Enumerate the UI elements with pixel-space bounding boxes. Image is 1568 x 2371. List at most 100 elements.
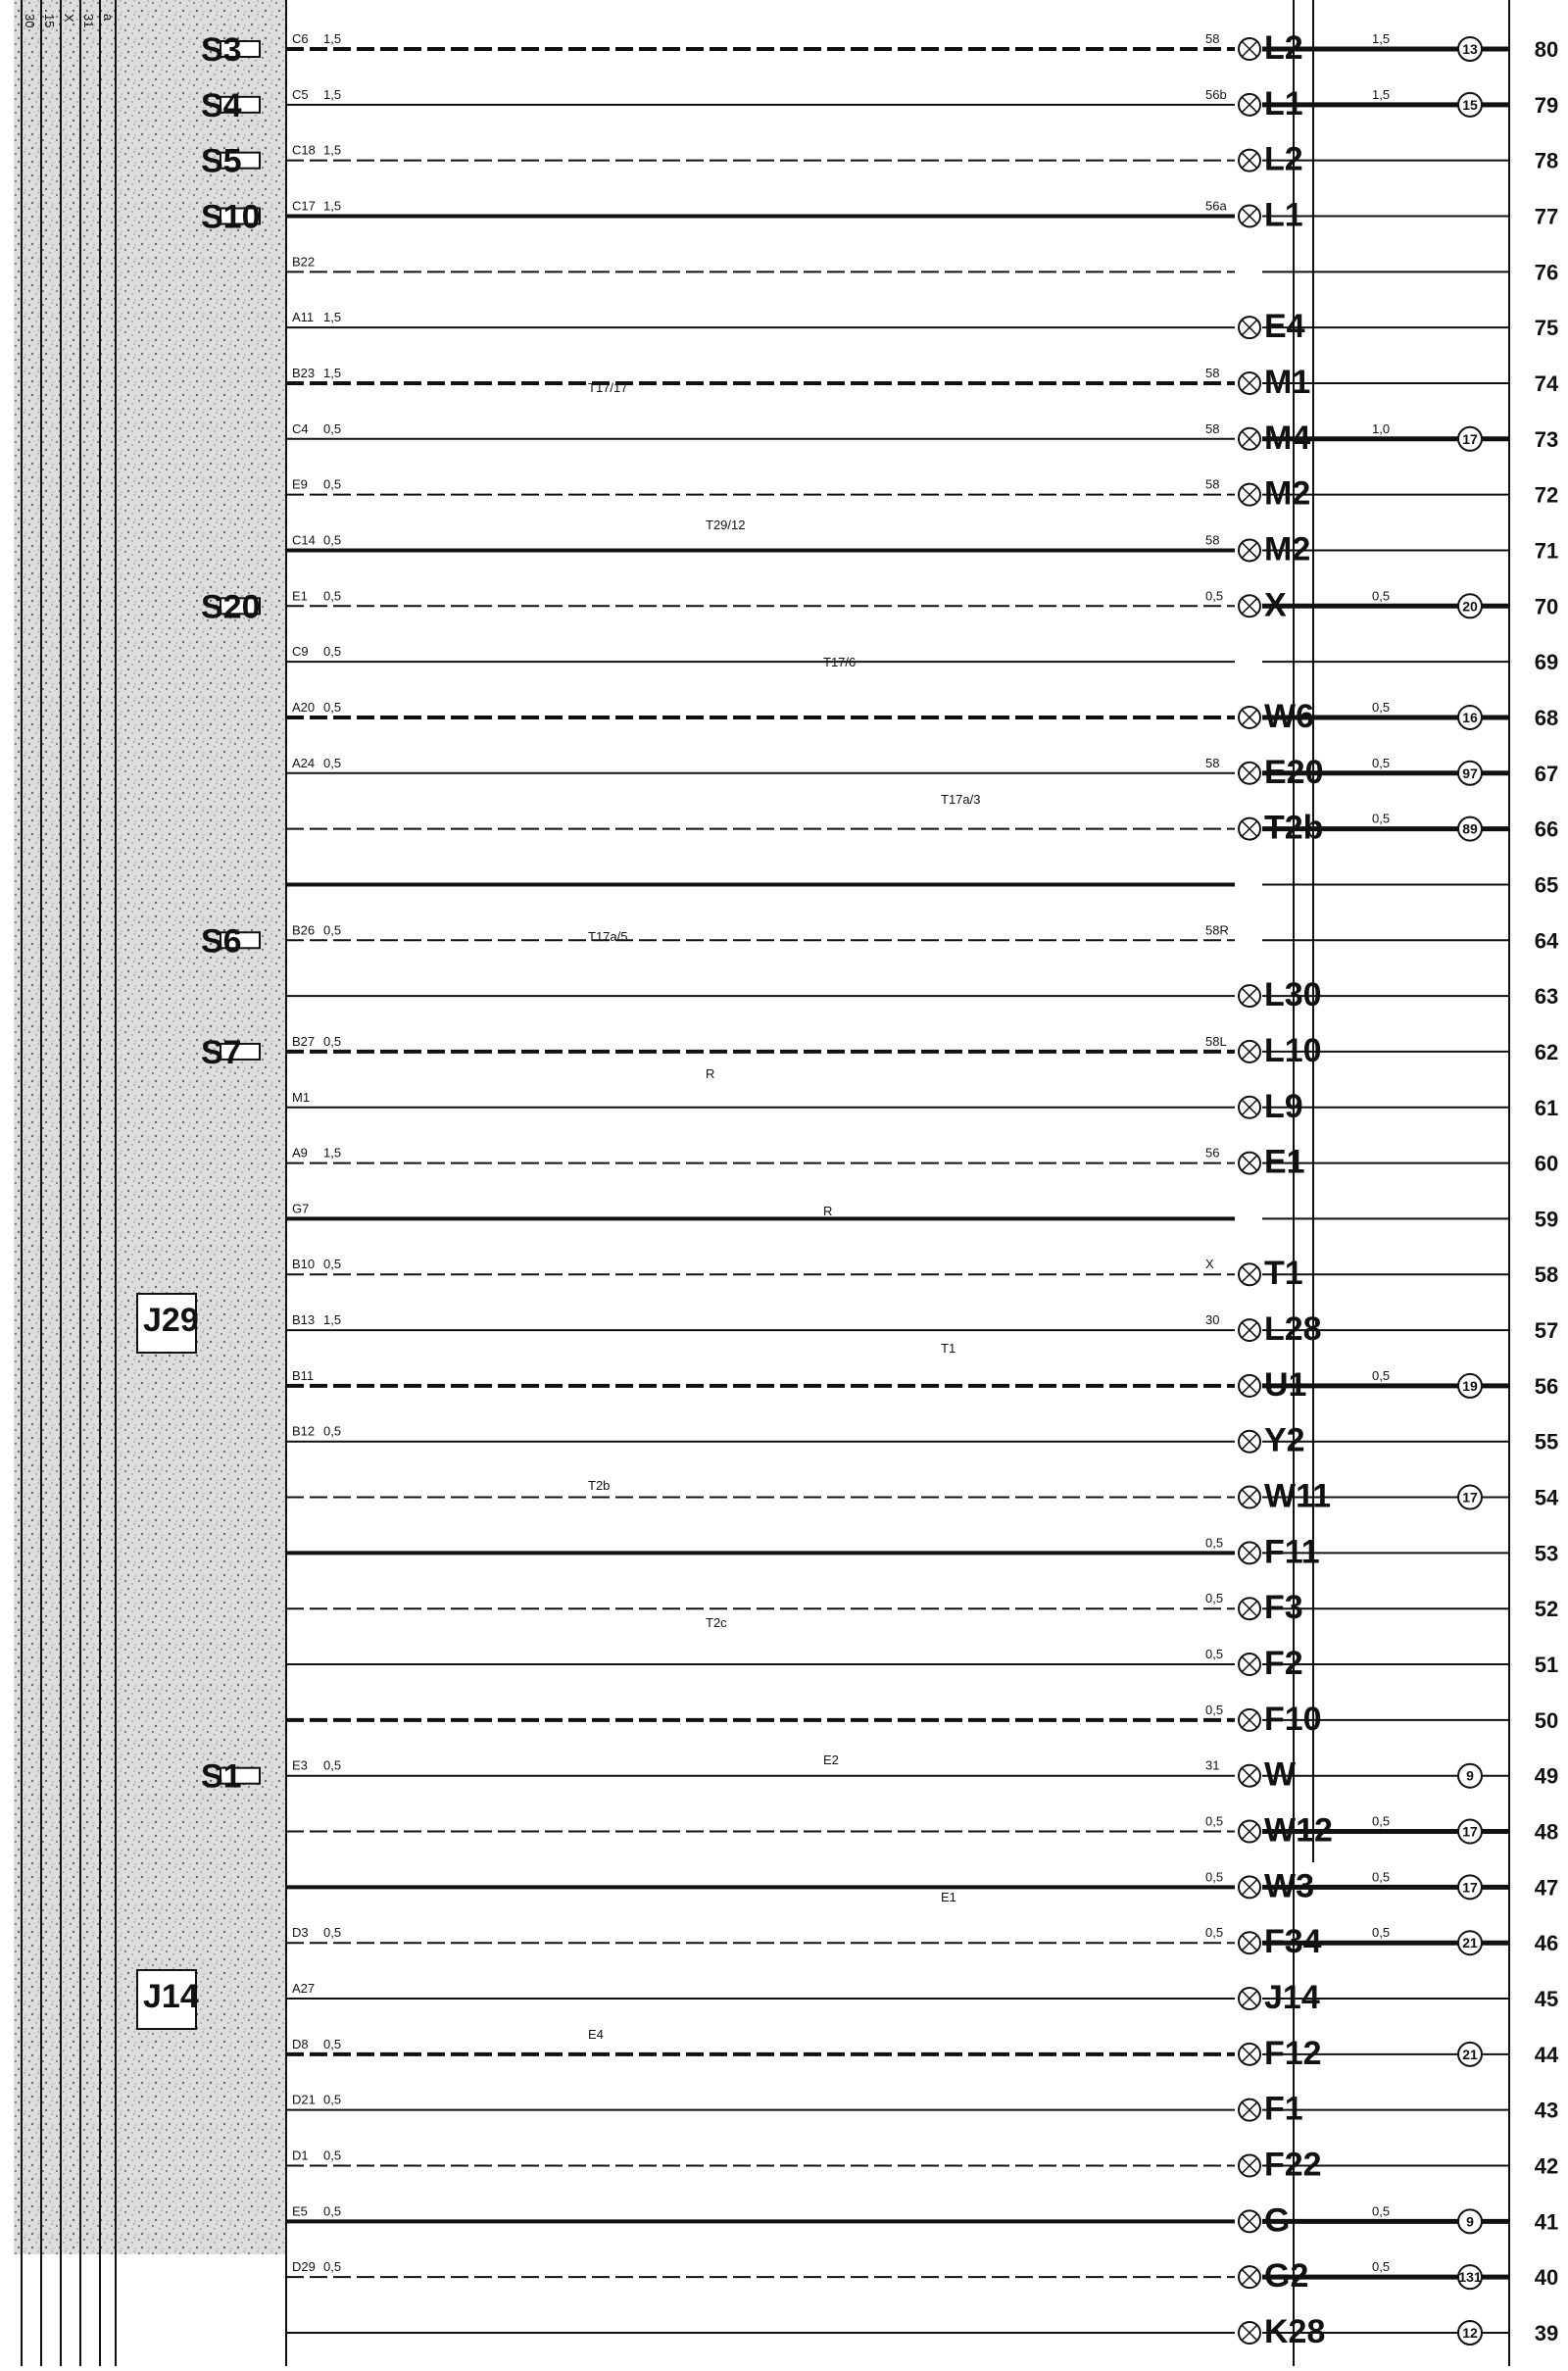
connector-terminal: E9: [292, 477, 308, 492]
relay-label: J14: [143, 1978, 199, 2015]
component-cross: [1241, 1823, 1258, 1841]
annotation-label: T1: [941, 1341, 956, 1356]
wire-size: 0,5: [323, 2259, 341, 2274]
track-number: 59: [1535, 1207, 1558, 1231]
component-cross: [1241, 2268, 1258, 2286]
track-number: 78: [1535, 149, 1558, 173]
fuse-symbol: [220, 931, 261, 950]
fuse-symbol: [220, 151, 261, 170]
ground-wire-size: 0,5: [1372, 588, 1390, 603]
wire-size: 0,5: [323, 532, 341, 547]
track-number: 63: [1535, 984, 1558, 1009]
track-number: 77: [1535, 204, 1558, 228]
wire-code: 58: [1205, 532, 1219, 547]
connector-terminal: C14: [292, 532, 316, 547]
component-cross: [1241, 1655, 1258, 1673]
wire-size: 0,5: [323, 1034, 341, 1049]
annotation-label: R: [706, 1066, 714, 1081]
ground-wire-size: 0,5: [1372, 812, 1390, 826]
component-cross: [1241, 430, 1258, 448]
component-cross: [1241, 2156, 1258, 2175]
component-cross: [1241, 1489, 1258, 1507]
wire-code: 56b: [1205, 87, 1227, 102]
wire-size: 0,5: [323, 588, 341, 603]
component-cross: [1241, 1544, 1258, 1561]
component-cross: [1241, 1767, 1258, 1785]
ground-wire-size: 0,5: [1372, 1368, 1390, 1383]
connector-terminal: E1: [292, 588, 308, 603]
connector-terminal: G7: [292, 1201, 309, 1215]
track-number: 70: [1535, 594, 1558, 618]
track-number: 53: [1535, 1541, 1558, 1565]
connector-terminal: B26: [292, 922, 315, 937]
ref-number: 9: [1466, 1768, 1474, 1784]
fuse-symbol: [220, 597, 261, 616]
annotation-label: T17/17: [588, 380, 627, 395]
annotation-label: E2: [823, 1753, 839, 1767]
component-cross: [1241, 765, 1258, 782]
component-cross: [1241, 597, 1258, 615]
connector-terminal: D3: [292, 1925, 309, 1940]
ground-wire-size: 0,5: [1372, 700, 1390, 715]
component-cross: [1241, 1433, 1258, 1451]
wire-code: 0,5: [1205, 1535, 1223, 1550]
track-number-column: 8079787776757473727170696867666564636261…: [1535, 37, 1559, 2346]
wire-size: 1,5: [323, 1312, 341, 1327]
connector-terminal: B12: [292, 1424, 315, 1439]
component-cross: [1241, 486, 1258, 504]
ground-wire-size: 0,5: [1372, 1814, 1390, 1829]
wire-code: 0,5: [1205, 1647, 1223, 1661]
wire-size: 0,5: [323, 2149, 341, 2163]
fuse-label: S7: [201, 1034, 242, 1071]
track-number: 61: [1535, 1096, 1558, 1120]
wire-size: 0,5: [323, 644, 341, 659]
component-cross: [1241, 374, 1258, 392]
ground-wire-size: 0,5: [1372, 1869, 1390, 1884]
ref-circle: [1457, 2208, 1483, 2235]
track-number: 73: [1535, 427, 1558, 452]
wire-code: 31: [1205, 1758, 1219, 1773]
track-number: 52: [1535, 1597, 1558, 1621]
fuse-symbol: [220, 207, 261, 225]
fuse-label: S6: [201, 922, 242, 960]
wire-code: 58: [1205, 31, 1219, 46]
wire-code: 0,5: [1205, 588, 1223, 603]
connector-terminal: A9: [292, 1146, 308, 1161]
fuse-label: S20: [201, 588, 261, 625]
component-cross: [1241, 2324, 1258, 2342]
wire-code: 0,5: [1205, 1925, 1223, 1940]
wire-size: 0,5: [323, 1925, 341, 1940]
connector-terminal: C9: [292, 644, 309, 659]
fuse-symbol: [220, 1042, 261, 1061]
component-cross: [1241, 820, 1258, 838]
track-number: 44: [1535, 2043, 1559, 2067]
ref-circle: [1457, 704, 1483, 730]
track-number: 68: [1535, 706, 1558, 730]
track-number: 40: [1535, 2265, 1558, 2290]
rail-label: 30: [23, 14, 37, 27]
ref-circle: [1457, 2264, 1483, 2291]
track-number: 42: [1535, 2154, 1558, 2179]
track-number: 62: [1535, 1040, 1558, 1064]
wire-size: 1,5: [323, 1146, 341, 1161]
fuse-label: S5: [201, 143, 242, 180]
track-number: 41: [1535, 2209, 1558, 2234]
fuse-symbol: [220, 40, 261, 58]
ground-wire-size: 1,5: [1372, 31, 1390, 46]
connector-terminal: C6: [292, 31, 309, 46]
connector-terminal: C18: [292, 143, 316, 158]
annotation-label: R: [823, 1204, 832, 1218]
ref-number: 17: [1462, 431, 1478, 447]
ref-number: 13: [1462, 41, 1478, 57]
track-number: 51: [1535, 1653, 1558, 1677]
component-cross: [1241, 1321, 1258, 1339]
track-number: 48: [1535, 1820, 1558, 1845]
wire-size: 0,5: [323, 756, 341, 770]
annotation-label: T2b: [588, 1478, 610, 1493]
track-number: 71: [1535, 538, 1558, 563]
wire-size: 0,5: [323, 1257, 341, 1271]
wire-size: 0,5: [323, 421, 341, 436]
ground-wire-size: 1,5: [1372, 87, 1390, 102]
ref-circle: [1457, 1762, 1483, 1789]
